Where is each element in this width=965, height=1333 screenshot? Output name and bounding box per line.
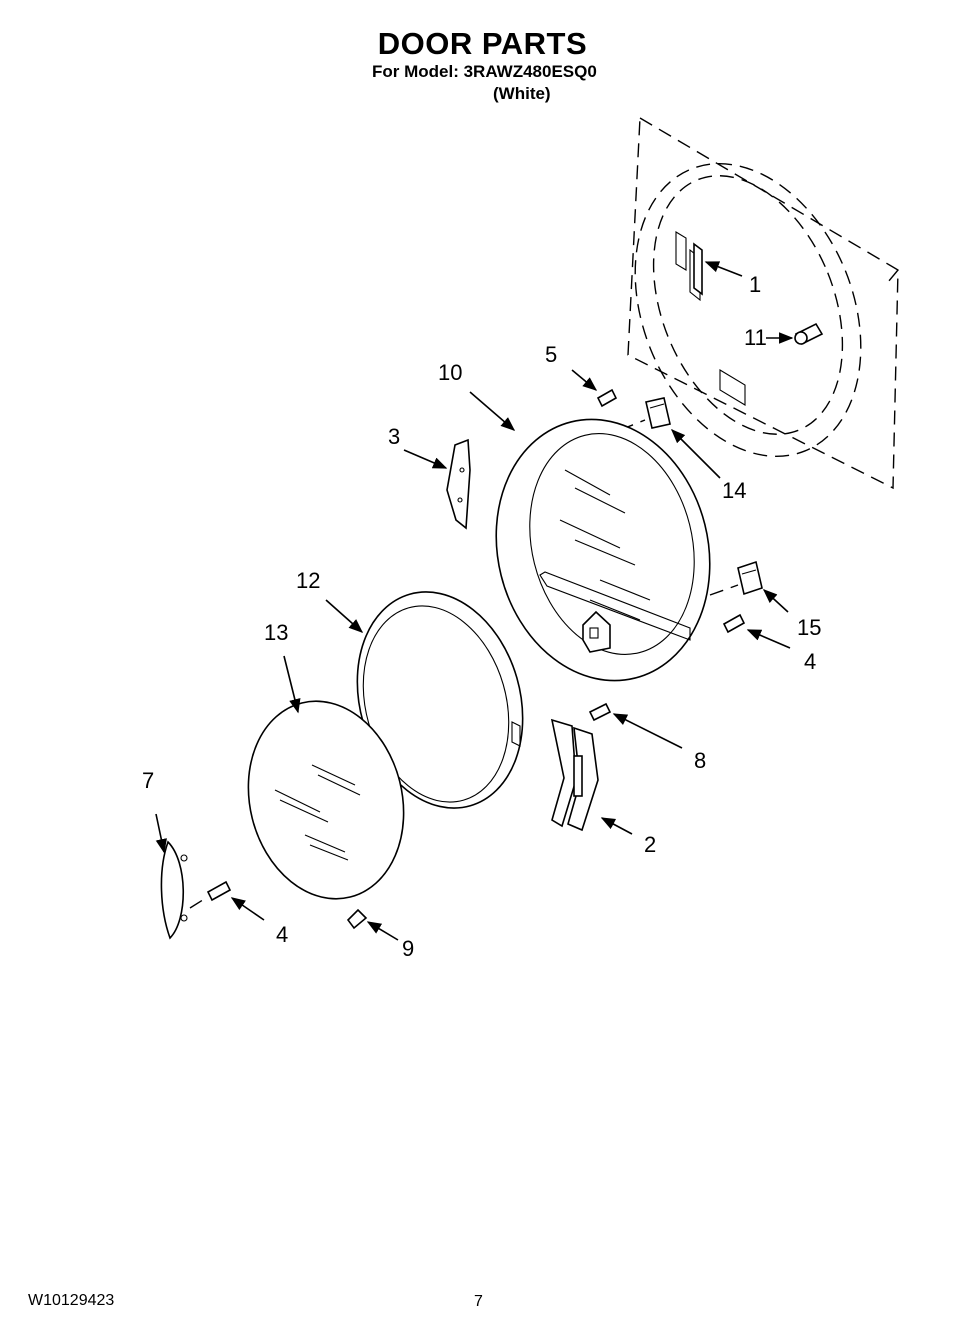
leader-13 bbox=[283, 655, 301, 714]
leader-9 bbox=[366, 921, 399, 941]
color-variant: (White) bbox=[493, 84, 551, 103]
page-number: 7 bbox=[474, 1293, 483, 1310]
callout-4-left: 4 bbox=[276, 922, 288, 947]
leader-4-right bbox=[746, 629, 791, 649]
callout-9: 9 bbox=[402, 936, 414, 961]
part-13-door-glass bbox=[247, 700, 405, 900]
leader-10 bbox=[469, 391, 516, 431]
callout-1: 1 bbox=[749, 272, 761, 297]
document-number: W10129423 bbox=[28, 1292, 115, 1309]
callout-4-right: 4 bbox=[804, 649, 816, 674]
part-9-glass-clip bbox=[346, 908, 368, 930]
part-3-hinge-cover bbox=[446, 438, 471, 530]
part-10-outer-door bbox=[495, 418, 711, 682]
part-2-hinge bbox=[550, 718, 599, 832]
callout-14: 14 bbox=[722, 478, 746, 503]
page-title: DOOR PARTS bbox=[377, 26, 588, 61]
leader-4-left bbox=[230, 897, 265, 921]
callout-7: 7 bbox=[142, 768, 154, 793]
part-7-door-handle bbox=[160, 840, 188, 940]
callout-13: 13 bbox=[264, 620, 288, 645]
callout-3: 3 bbox=[388, 424, 400, 449]
callout-2: 2 bbox=[644, 832, 656, 857]
model-number: For Model: 3RAWZ480ESQ0 bbox=[372, 62, 597, 81]
callout-11: 11 bbox=[744, 325, 767, 350]
callout-5: 5 bbox=[545, 342, 557, 367]
leader-8 bbox=[612, 713, 683, 749]
leader-12 bbox=[325, 599, 364, 633]
leader-2 bbox=[600, 817, 633, 835]
part-11-screw bbox=[794, 322, 824, 346]
part-4-screw-right bbox=[722, 613, 746, 634]
leader-5 bbox=[571, 369, 598, 391]
leader-1 bbox=[704, 261, 743, 277]
callout-12: 12 bbox=[296, 568, 320, 593]
leader-14 bbox=[670, 428, 721, 479]
part-8-screw bbox=[588, 702, 612, 722]
callout-10: 10 bbox=[438, 360, 462, 385]
leader-3 bbox=[403, 449, 448, 469]
callout-15: 15 bbox=[797, 615, 821, 640]
part-5-screw bbox=[596, 388, 618, 408]
cabinet-front-panel bbox=[627, 116, 899, 490]
part-1-hinge-strike bbox=[693, 242, 703, 296]
part-4-screw-left bbox=[206, 880, 232, 902]
leader-15 bbox=[762, 589, 789, 613]
leader-7 bbox=[155, 813, 167, 854]
callout-8: 8 bbox=[694, 748, 706, 773]
part-15-hinge-block bbox=[737, 560, 763, 596]
part-14-hinge-block bbox=[645, 397, 671, 429]
